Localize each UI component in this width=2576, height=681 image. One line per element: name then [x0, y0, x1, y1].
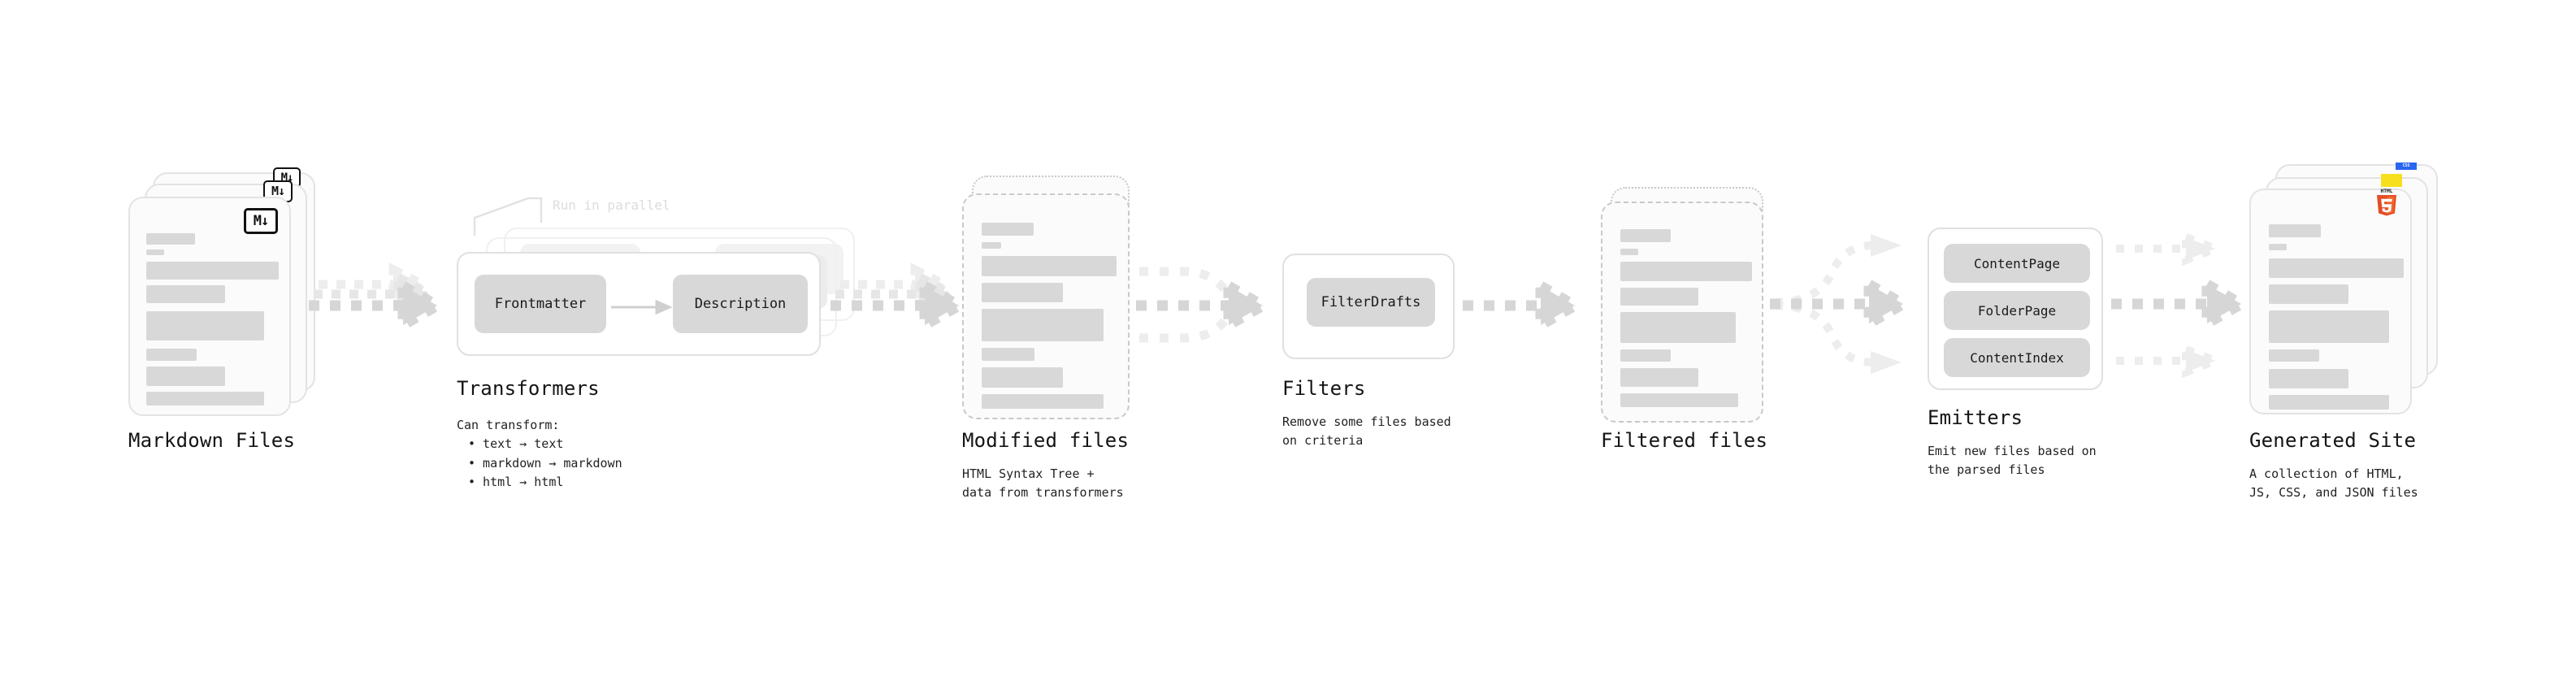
arrow-emitters-to-generated — [2111, 231, 2253, 379]
doc-line — [1620, 262, 1752, 281]
arrow-filters-to-filtered — [1463, 276, 1586, 335]
doc-line — [1620, 368, 1698, 387]
doc-line — [146, 311, 264, 340]
markdown-card-front: M↓ — [128, 197, 291, 416]
chip-folderpage[interactable]: FolderPage — [1944, 291, 2090, 330]
doc-line — [146, 349, 197, 361]
svg-text:HTML: HTML — [2381, 189, 2393, 194]
arrow-filtered-to-emitters — [1770, 234, 1915, 374]
doc-line — [146, 262, 279, 280]
css-icon-label: CSS — [2402, 163, 2410, 168]
filters-title: Filters — [1282, 377, 1366, 400]
doc-line — [982, 348, 1034, 361]
chip-frontmatter[interactable]: Frontmatter — [475, 275, 606, 333]
filters-panel: FilterDrafts — [1282, 254, 1455, 359]
arrow-markdown-to-transformers — [309, 262, 449, 335]
chip-contentindex[interactable]: ContentIndex — [1944, 338, 2090, 377]
emitters-title: Emitters — [1928, 406, 2023, 429]
doc-line — [2269, 244, 2287, 250]
doc-line — [146, 367, 225, 386]
markdown-files-title: Markdown Files — [128, 429, 296, 452]
js-icon — [2381, 174, 2402, 187]
doc-line — [146, 285, 225, 303]
transformer-panel-front: Frontmatter Description — [457, 252, 821, 356]
css-icon: CSS — [2396, 163, 2417, 170]
filters-description: Remove some files based on criteria — [1282, 414, 1451, 449]
run-in-parallel-leader — [473, 197, 543, 236]
generated-card-front: HTML — [2249, 189, 2412, 414]
transformers-bullet-0: • text → text — [468, 436, 564, 452]
chip-contentpage[interactable]: ContentPage — [1944, 244, 2090, 283]
emitters-panel: ContentPage FolderPage ContentIndex — [1928, 228, 2103, 390]
doc-line — [1620, 312, 1736, 343]
generated-site-description: A collection of HTML, JS, CSS, and JSON … — [2249, 466, 2418, 501]
doc-line — [2269, 310, 2389, 343]
run-in-parallel-note: Run in parallel — [553, 197, 670, 213]
modified-files-description: HTML Syntax Tree + data from transformer… — [962, 466, 1124, 501]
transformers-bullet-1: • markdown → markdown — [468, 455, 622, 471]
transformers-bullet-2: • html → html — [468, 474, 564, 489]
emitters-description: Emit new files based on the parsed files — [1928, 444, 2097, 478]
doc-line — [982, 256, 1117, 276]
filtered-card-front — [1601, 202, 1763, 423]
modified-files-title: Modified files — [962, 429, 1130, 452]
doc-line — [1620, 349, 1671, 362]
doc-line — [2269, 395, 2389, 410]
transformers-sub-heading: Can transform: — [457, 418, 560, 432]
doc-line — [982, 223, 1034, 236]
doc-line — [982, 242, 1001, 249]
markdown-icon: M↓ — [244, 208, 278, 234]
html5-icon: HTML — [2374, 187, 2399, 219]
doc-line — [146, 233, 195, 245]
doc-line — [1620, 229, 1671, 242]
doc-line — [982, 394, 1104, 409]
doc-line — [982, 309, 1104, 341]
transformers-description: Can transform: • text → text • markdown … — [457, 416, 622, 492]
arrow-transformers-to-modified — [830, 262, 970, 335]
doc-line — [2269, 349, 2319, 362]
doc-line — [146, 392, 264, 406]
doc-line — [982, 367, 1063, 388]
doc-line — [2269, 369, 2348, 388]
doc-line — [1620, 393, 1738, 407]
doc-line — [1620, 249, 1638, 255]
doc-line — [982, 283, 1063, 302]
transformers-title: Transformers — [457, 377, 600, 400]
chip-description[interactable]: Description — [673, 275, 808, 333]
doc-line — [2269, 258, 2404, 278]
arrow-modified-to-filters — [1136, 267, 1274, 343]
filtered-files-title: Filtered files — [1601, 429, 1768, 452]
chip-filterdrafts[interactable]: FilterDrafts — [1307, 278, 1435, 327]
modified-card-front — [962, 193, 1130, 419]
doc-line — [146, 249, 164, 255]
doc-line — [1620, 288, 1698, 306]
doc-line — [2269, 284, 2348, 304]
generated-site-title: Generated Site — [2249, 429, 2417, 452]
doc-line — [2269, 224, 2321, 237]
arrow-frontmatter-to-description — [611, 299, 673, 315]
